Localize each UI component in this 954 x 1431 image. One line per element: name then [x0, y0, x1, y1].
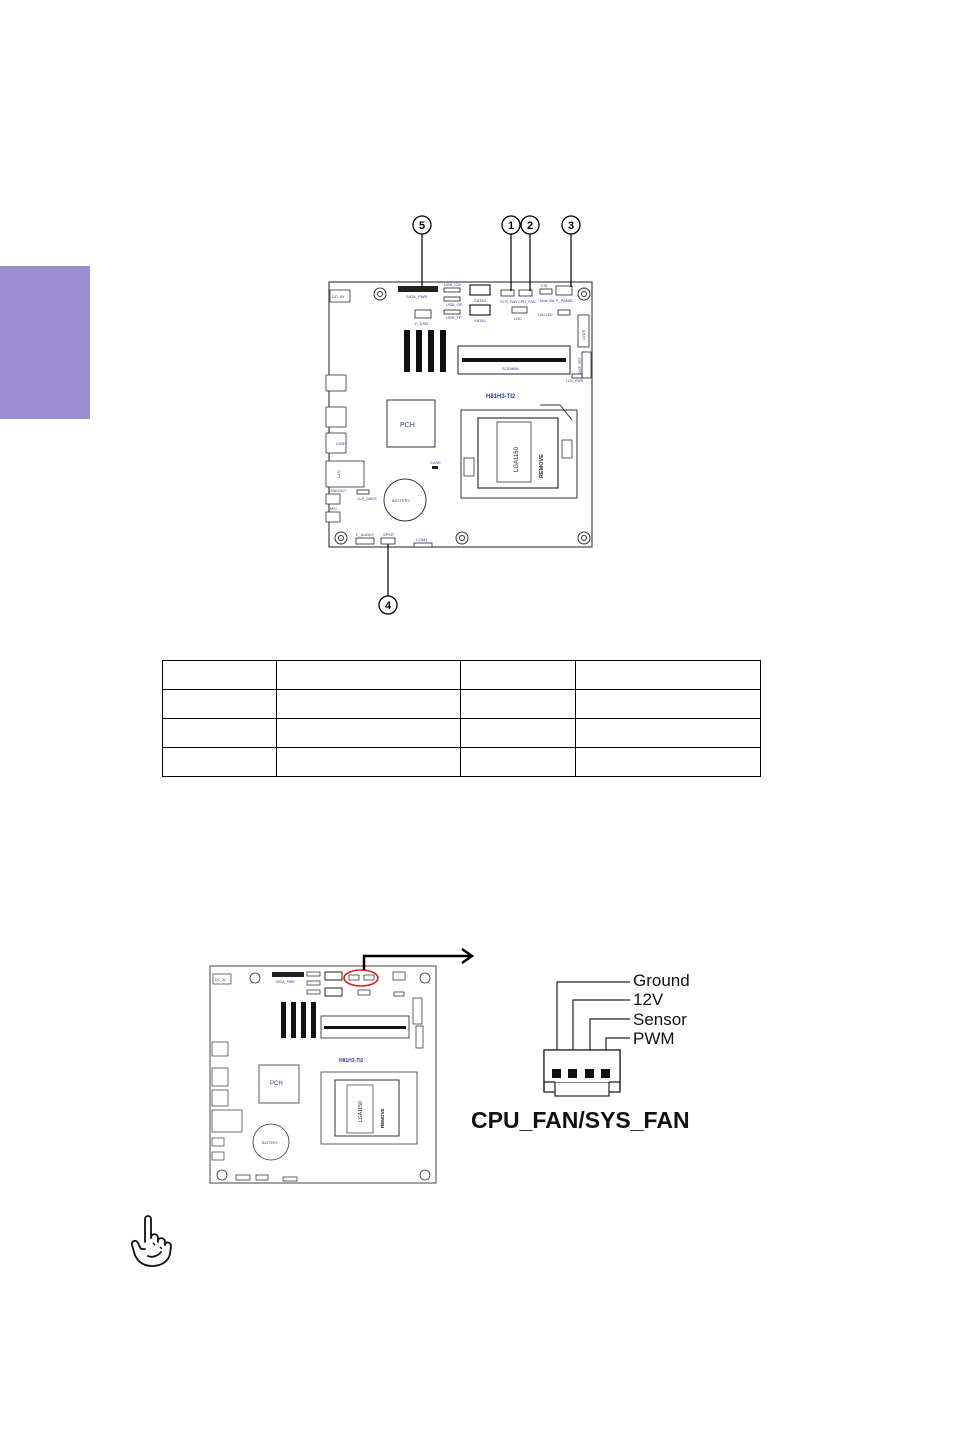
svg-text:LINEOUT: LINEOUT	[329, 488, 347, 493]
callout-4: 4	[385, 600, 392, 612]
socket-label: LGA1150	[514, 446, 520, 472]
pointing-hand-icon	[130, 1215, 172, 1267]
svg-text:LAN: LAN	[336, 470, 341, 478]
svg-text:SPKR: SPKR	[383, 532, 394, 537]
svg-text:F_AUDIO: F_AUDIO	[356, 532, 373, 537]
pin-label-pwm: PWM	[633, 1029, 675, 1048]
svg-text:BATTERY: BATTERY	[392, 498, 410, 503]
svg-text:USB_TP: USB_TP	[446, 315, 462, 320]
connector-table	[162, 660, 761, 777]
svg-text:SATA2: SATA2	[474, 298, 487, 303]
svg-text:PCH: PCH	[270, 1081, 283, 1087]
svg-text:USB_OP: USB_OP	[446, 302, 463, 307]
table-row	[162, 718, 761, 748]
table-row	[162, 689, 761, 719]
svg-text:CASE: CASE	[430, 460, 441, 465]
svg-text:LGA1150: LGA1150	[358, 1101, 364, 1122]
motherboard-layout-diagram: DC_IN SATA_PWR USB_CM USB_OP USB_TP F_US…	[325, 215, 593, 615]
svg-text:LVDS: LVDS	[581, 330, 586, 340]
svg-text:H81H3-TI2: H81H3-TI2	[339, 1058, 364, 1064]
svg-text:SYS_FAN: SYS_FAN	[500, 300, 517, 304]
svg-text:USB_CM: USB_CM	[444, 282, 461, 287]
chapter-tab	[0, 266, 90, 419]
callout-3: 3	[568, 220, 574, 232]
board-model-label: H81H3-TI2	[486, 394, 516, 400]
svg-text:BATTERY: BATTERY	[262, 1141, 278, 1145]
svg-text:SATA_PWR: SATA_PWR	[276, 980, 295, 984]
board-thumbnail-diagram: DC_IN SATA_PWR H81H3-TI2 PCH BATTERY LGA…	[209, 947, 475, 1184]
svg-text:LAN LED: LAN LED	[538, 313, 553, 317]
svg-text:CLR_CMOS: CLR_CMOS	[357, 497, 377, 501]
fan-header-highlight	[343, 969, 379, 987]
dc-in-label: DC_IN	[332, 294, 344, 299]
pin-label-ground: Ground	[633, 971, 690, 990]
fan-diagram-title: CPU_FAN/SYS_FAN	[471, 1107, 690, 1133]
svg-text:USB3: USB3	[336, 441, 347, 446]
callout-1: 1	[508, 220, 514, 232]
svg-text:LCD_PWR: LCD_PWR	[566, 379, 584, 383]
svg-text:F_USB: F_USB	[415, 321, 428, 326]
svg-text:Mute SW: Mute SW	[540, 299, 555, 303]
svg-text:REMOVE: REMOVE	[380, 1108, 385, 1128]
svg-text:MIC: MIC	[330, 506, 337, 511]
sata-pwr-label: SATA_PWR	[406, 294, 428, 299]
svg-text:SODIMM: SODIMM	[502, 366, 518, 371]
callout-5: 5	[419, 220, 425, 232]
svg-text:LDC: LDC	[514, 316, 522, 321]
svg-text:COM1: COM1	[416, 537, 428, 542]
svg-text:CIS: CIS	[541, 284, 548, 288]
svg-text:DISP_SFT: DISP_SFT	[578, 356, 582, 374]
pin-label-sensor: Sensor	[633, 1010, 687, 1029]
table-row	[162, 747, 761, 777]
svg-text:REMOVE: REMOVE	[539, 454, 545, 478]
pch-label: PCH	[400, 422, 415, 429]
table-row	[162, 660, 761, 690]
pin-label-12v: 12V	[633, 990, 664, 1009]
svg-text:DC_IN: DC_IN	[215, 978, 226, 982]
svg-text:CPU_FAN: CPU_FAN	[518, 300, 536, 304]
svg-text:SATA1: SATA1	[474, 318, 487, 323]
callout-2: 2	[527, 220, 533, 232]
fan-connector-pin-diagram	[543, 981, 630, 1097]
svg-text:F_PANEL: F_PANEL	[556, 298, 574, 303]
